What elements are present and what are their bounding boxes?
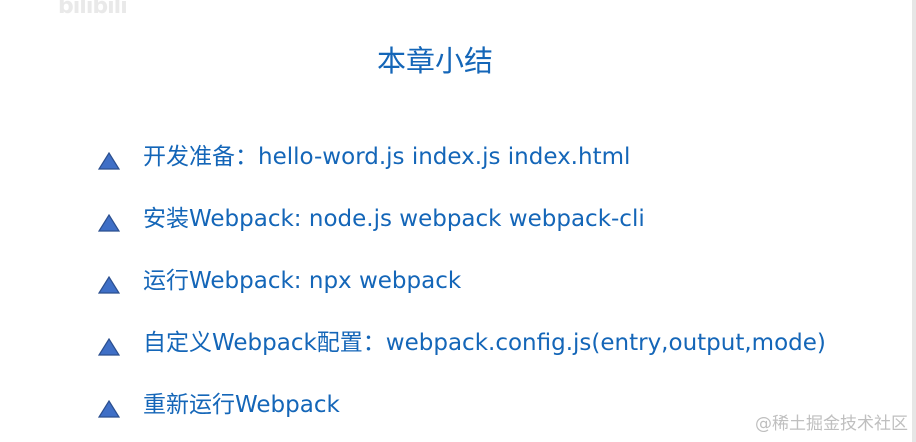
list-item-text: 重新运行Webpack [143,392,340,418]
triangle-bullet-icon [98,214,120,232]
triangle-bullet-icon [98,152,120,170]
bilibili-logo: bilibili [58,0,128,19]
list-item: 安装Webpack: node.js webpack webpack-cli [98,202,826,264]
list-item-text: 开发准备：hello-word.js index.js index.html [143,144,631,170]
slide-title: 本章小结 [376,44,493,78]
list-item: 自定义Webpack配置：webpack.config.js(entry,out… [98,326,826,388]
list-item: 运行Webpack: npx webpack [98,264,826,326]
list-item: 重新运行Webpack [98,388,826,442]
triangle-bullet-icon [98,276,120,294]
list-item-text: 自定义Webpack配置：webpack.config.js(entry,out… [143,330,826,356]
triangle-bullet-icon [98,400,120,418]
source-watermark: @稀土掘金技术社区 [755,414,908,434]
summary-list: 开发准备：hello-word.js index.js index.html 安… [98,140,826,442]
right-edge-divider [912,0,916,442]
list-item-text: 运行Webpack: npx webpack [143,268,462,294]
triangle-bullet-icon [98,338,120,356]
list-item-text: 安装Webpack: node.js webpack webpack-cli [143,206,645,232]
list-item: 开发准备：hello-word.js index.js index.html [98,140,826,202]
